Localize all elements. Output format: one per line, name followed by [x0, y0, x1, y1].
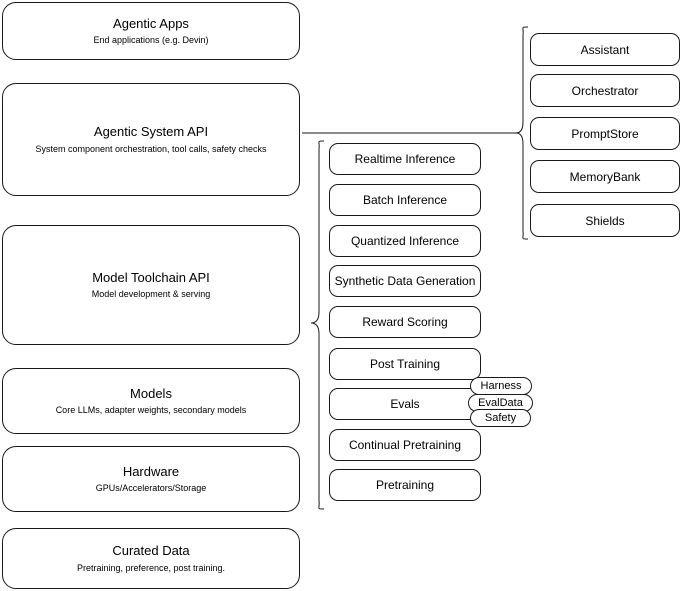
- layer-subtitle: GPUs/Accelerators/Storage: [95, 483, 207, 493]
- layer-title: Model Toolchain API: [92, 269, 210, 285]
- stack-layer[interactable]: Agentic Apps End applications (e.g. Devi…: [2, 2, 300, 60]
- stack-layer[interactable]: Hardware GPUs/Accelerators/Storage: [2, 446, 300, 512]
- layer-title: Hardware: [122, 463, 180, 479]
- system-component[interactable]: MemoryBank: [530, 160, 680, 193]
- toolchain-capability[interactable]: Reward Scoring: [329, 306, 481, 338]
- toolchain-capability[interactable]: Batch Inference: [329, 184, 481, 216]
- stack-layer[interactable]: Agentic System API System component orch…: [2, 83, 300, 196]
- system-component[interactable]: Assistant: [530, 33, 680, 66]
- layer-title: Curated Data: [112, 543, 190, 559]
- system-components-brace: [515, 26, 529, 240]
- toolchain-capability[interactable]: Pretraining: [329, 469, 481, 501]
- toolchain-capability[interactable]: Realtime Inference: [329, 143, 481, 175]
- layer-subtitle: Pretraining, preference, post training.: [76, 562, 226, 573]
- system-component[interactable]: Shields: [530, 204, 680, 237]
- stack-layer[interactable]: Models Core LLMs, adapter weights, secon…: [2, 368, 300, 434]
- layer-title: Models: [130, 385, 172, 401]
- system-component[interactable]: PromptStore: [530, 117, 680, 150]
- layer-subtitle: System component orchestration, tool cal…: [35, 143, 267, 154]
- toolchain-capability[interactable]: Continual Pretraining: [329, 429, 481, 461]
- layer-subtitle: Core LLMs, adapter weights, secondary mo…: [55, 405, 247, 415]
- toolchain-capability[interactable]: Evals: [329, 388, 481, 420]
- toolchain-capability[interactable]: Synthetic Data Generation: [329, 265, 481, 297]
- layer-subtitle: End applications (e.g. Devin): [93, 35, 209, 45]
- toolchain-capability[interactable]: Quantized Inference: [329, 225, 481, 257]
- stack-layer[interactable]: Curated Data Pretraining, preference, po…: [2, 528, 300, 589]
- layer-title: Agentic System API: [93, 124, 209, 140]
- eval-badge[interactable]: Harness: [470, 377, 532, 395]
- stack-layer[interactable]: Model Toolchain API Model development & …: [2, 225, 300, 345]
- layer-title: Agentic Apps: [113, 15, 189, 31]
- layer-subtitle: Model development & serving: [91, 289, 211, 299]
- toolchain-capability[interactable]: Post Training: [329, 348, 481, 380]
- system-component[interactable]: Orchestrator: [530, 74, 680, 107]
- eval-badge[interactable]: Safety: [470, 409, 531, 427]
- toolchain-capabilities-brace: [310, 140, 325, 510]
